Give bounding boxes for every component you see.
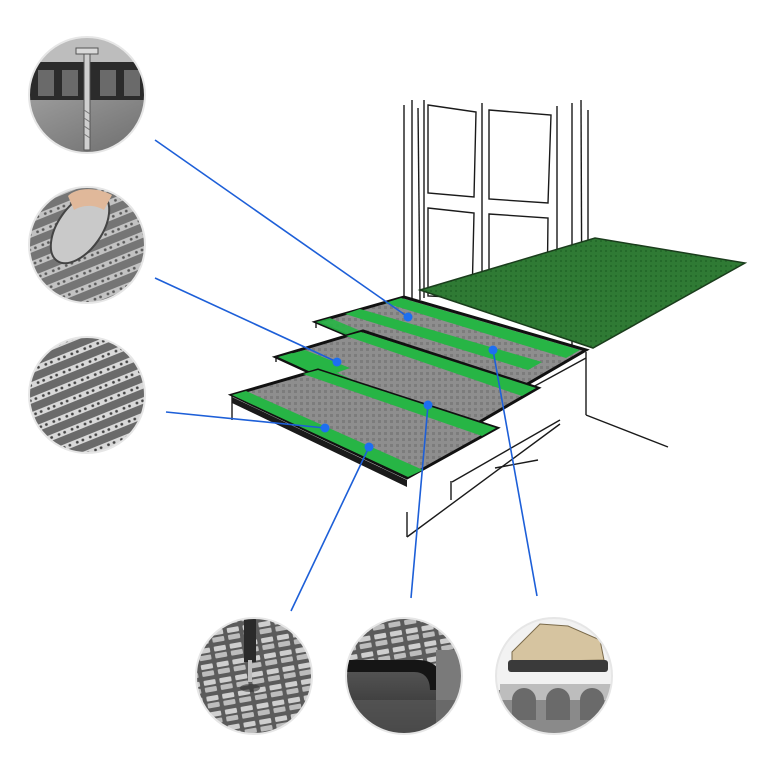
callout-line-6 [492,349,538,597]
rolled-mat-in-hand-icon[interactable] [28,183,146,304]
callout-dot-5 [423,400,433,410]
boot-on-drainage-tile-icon[interactable] [495,617,613,735]
drilling-into-tiles-icon[interactable] [195,612,313,735]
stair-nosing-profile-icon[interactable] [345,617,463,735]
callout-dot-2 [332,357,342,367]
lower-tread [227,368,501,487]
screw-anchor-closeup-icon[interactable] [28,36,146,154]
callout-line-1 [154,139,409,318]
callout-dots [320,312,498,452]
callout-lines [154,139,538,612]
callout-dot-3 [320,423,330,433]
callout-line-5 [410,404,429,599]
landing-mat [417,237,748,349]
callout-dot-1 [403,312,413,322]
callout-dot-6 [488,345,498,355]
callout-dot-4 [364,442,374,452]
grating-texture-closeup-icon[interactable] [28,336,146,454]
callout-line-3 [165,411,326,429]
callout-line-4 [290,446,370,612]
callout-line-2 [154,277,338,363]
